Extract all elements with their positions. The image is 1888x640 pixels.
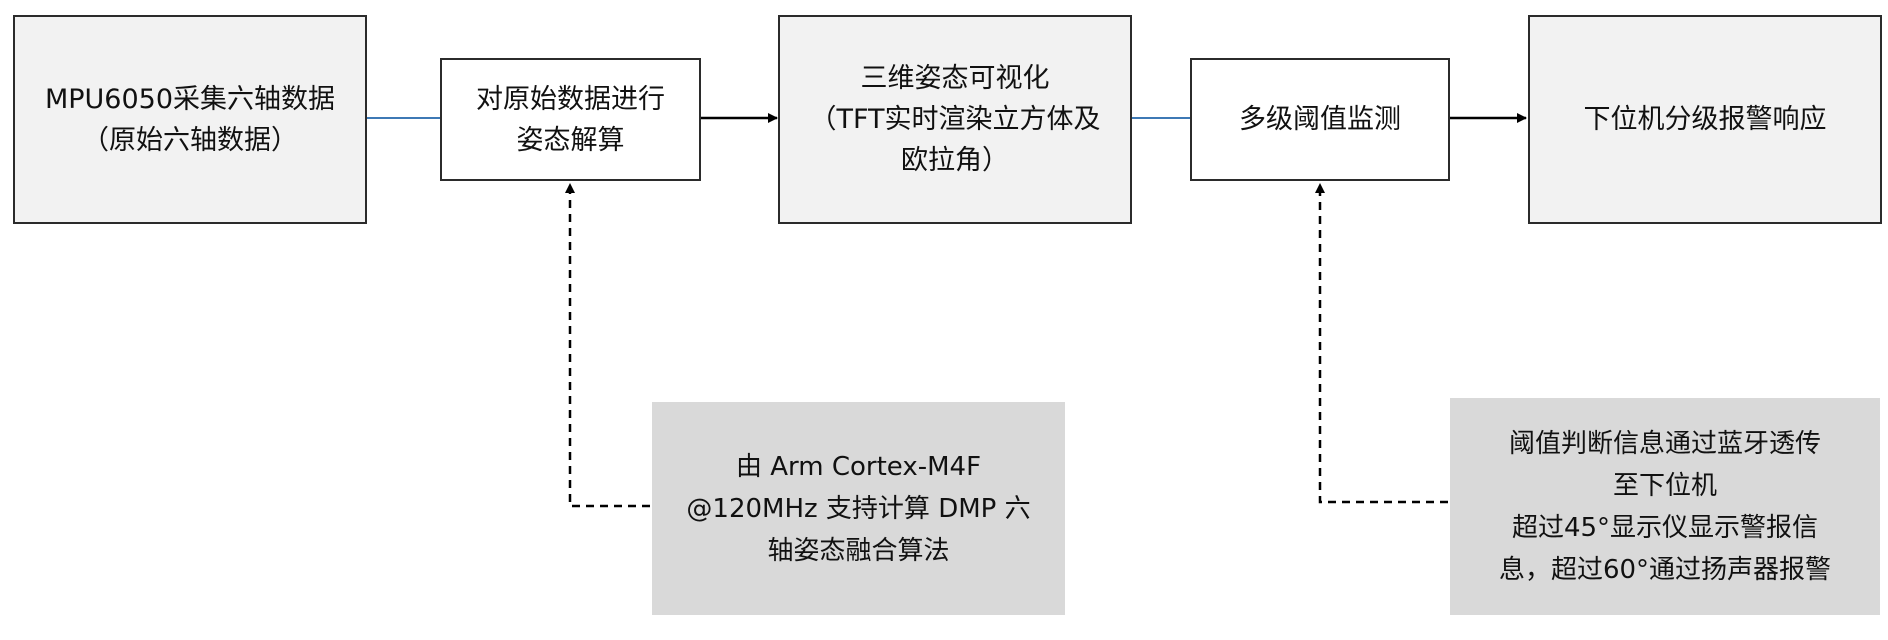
box-attitude-solving-label: 对原始数据进行 姿态解算 (476, 83, 665, 156)
box-3d-visualization: 三维姿态可视化 （TFT实时渲染立方体及 欧拉角） (778, 15, 1132, 224)
note-dmp-computation-text: 由 Arm Cortex-M4F @120MHz 支持计算 DMP 六 轴姿态融… (686, 451, 1031, 566)
note-dmp-computation: 由 Arm Cortex-M4F @120MHz 支持计算 DMP 六 轴姿态融… (652, 402, 1065, 615)
dashed-arrow-n1-b2 (565, 183, 650, 508)
box-data-collection-label: MPU6050采集六轴数据 （原始六轴数据） (44, 83, 336, 156)
note-bluetooth-alarm-text: 阈值判断信息通过蓝牙透传 至下位机 超过45°显示仪显示警报信 息，超过60°通… (1498, 428, 1832, 585)
box-data-collection: MPU6050采集六轴数据 （原始六轴数据） (13, 15, 367, 224)
note-bluetooth-alarm: 阈值判断信息通过蓝牙透传 至下位机 超过45°显示仪显示警报信 息，超过60°通… (1450, 398, 1880, 615)
box-attitude-solving: 对原始数据进行 姿态解算 (440, 58, 701, 181)
box-alarm-response: 下位机分级报警响应 (1528, 15, 1882, 224)
box-threshold-monitoring: 多级阈值监测 (1190, 58, 1450, 181)
box-alarm-response-label: 下位机分级报警响应 (1583, 104, 1827, 135)
box-threshold-monitoring-label: 多级阈值监测 (1239, 104, 1401, 135)
box-3d-visualization-label: 三维姿态可视化 （TFT实时渲染立方体及 欧拉角） (809, 63, 1101, 176)
dashed-arrow-n2-b4 (1315, 183, 1448, 504)
